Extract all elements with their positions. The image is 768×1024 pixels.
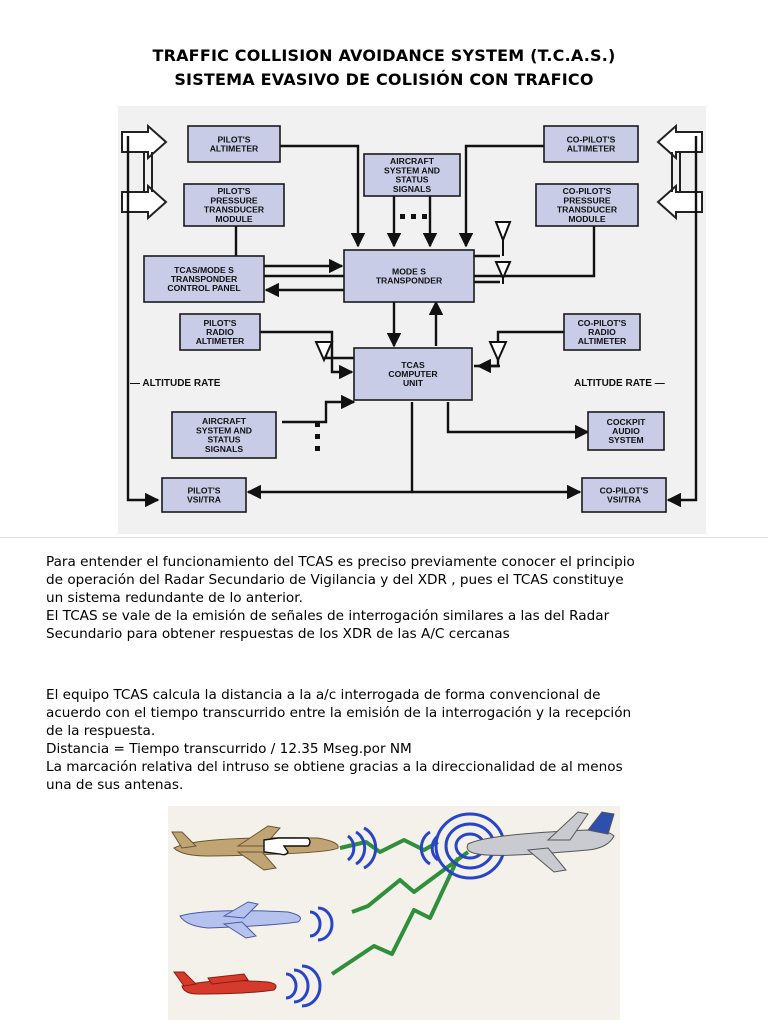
copilot-altimeter-box-label: ALTIMETER [567,144,616,154]
pilots-radio-altimeter-box-label: ALTIMETER [196,336,245,346]
pilots-altimeter-box-label: PILOT'S [217,134,250,144]
tcas-computer-unit-box-label: COMPUTER [388,369,438,379]
copilot-altimeter-box-label: CO-PILOT'S [567,134,616,144]
cockpit-audio-system-box [587,411,665,451]
pilots-altimeter-box-label: ALTIMETER [210,144,259,154]
tcas-control-panel-box-label: TRANSPONDER [171,274,238,284]
wave-arcs [285,812,506,1008]
paragraph2-line: acuerdo con el tiempo transcurrido entre… [46,705,632,721]
paragraph-2: El equipo TCAS calcula la distancia a la… [46,686,746,794]
aircraft-system-bottom-box [171,411,277,459]
pilots-altimeter-box [187,125,281,163]
altitude-rate-right: ALTITUDE RATE — [574,378,665,389]
title-line-1: TRAFFIC COLLISION AVOIDANCE SYSTEM (T.C.… [152,46,616,65]
cockpit-audio-system-box-label: SYSTEM [608,435,643,445]
copilot-radio-altimeter-box-label: RADIO [588,327,616,337]
tcas-computer-unit-box [353,347,473,401]
paragraph2-line: de la respuesta. [46,723,156,739]
pilots-pressure-module-box-label: MODULE [215,214,253,224]
pilots-radio-altimeter-box [179,313,261,351]
aircraft-system-bottom-box-label: SIGNALS [205,444,243,454]
copilot-vsi-tra-box-label: VSI/TRA [607,495,641,505]
red-aircraft-icon [173,971,277,995]
aircraft-system-bottom-box-label: AIRCRAFT [202,416,247,426]
pilots-vsi-tra-box-label: VSI/TRA [187,495,221,505]
paragraph2-line: Distancia = Tiempo transcurrido / 12.35 … [46,741,412,757]
mode-s-transponder-box-label: TRANSPONDER [376,276,443,286]
copilot-pressure-module-box-label: MODULE [568,214,606,224]
aircraft-system-top-box-label: SYSTEM AND [384,165,440,175]
aircraft-system-top-box [363,153,461,197]
copilot-radio-altimeter-box-label: CO-PILOT'S [578,318,627,328]
paragraph1-line: El TCAS se vale de la emisión de señales… [46,608,610,624]
cockpit-audio-system-box-label: COCKPIT [607,417,646,427]
pilots-pressure-module-box-label: PILOT'S [217,186,250,196]
paragraph1-line: de operación del Radar Secundario de Vig… [46,572,624,588]
paragraph1-line: Secundario para obtener respuestas de lo… [46,626,510,642]
aircraft-system-bottom-box-label: SYSTEM AND [196,425,252,435]
cockpit-audio-system-box-label: AUDIO [612,426,640,436]
copilot-radio-altimeter-box [563,313,641,351]
aircraft-system-top-box-label: SIGNALS [393,184,431,194]
copilot-pressure-module-box [535,183,639,227]
paragraph1-line: un sistema redundante de lo anterior. [46,590,303,606]
paragraph-1: Para entender el funcionamiento del TCAS… [46,553,746,643]
paragraph2-line: una de sus antenas. [46,777,184,793]
paragraph2-line: La marcación relativa del intruso se obt… [46,759,623,775]
aircraft-system-bottom-box-label: STATUS [207,435,240,445]
pointer-hand-icon [263,837,311,856]
aircraft-system-top-box-label: STATUS [395,175,428,185]
copilot-altimeter-box [543,125,639,163]
blue-jet-icon [179,901,301,939]
altitude-rate-left: — ALTITUDE RATE [130,378,221,389]
aircraft-system-top-box-label: AIRCRAFT [390,156,435,166]
copilot-pressure-module-box-label: PRESSURE [563,195,611,205]
pilots-radio-altimeter-box-label: PILOT'S [203,318,236,328]
tcas-interrogation-illustration [168,806,620,1020]
title-line-2: SISTEMA EVASIVO DE COLISIÓN CON TRAFICO [174,70,594,89]
mode-s-transponder-box [343,249,475,303]
silver-airliner-icon [466,811,615,873]
ellipsis-dots [315,214,427,451]
paragraph2-line: El equipo TCAS calcula la distancia a la… [46,687,601,703]
paragraph1-line: Para entender el funcionamiento del TCAS… [46,554,635,570]
copilot-input-arrows [656,123,703,221]
pilots-pressure-module-box-label: TRANSDUCER [204,205,265,215]
tcas-computer-unit-box-label: UNIT [403,378,424,388]
copilot-radio-altimeter-box-label: ALTIMETER [578,336,627,346]
mode-s-transponder-box-label: MODE S [392,266,426,276]
copilot-pressure-module-box-label: CO-PILOT'S [563,186,612,196]
tcas-computer-unit-box-label: TCAS [401,360,425,370]
copilot-pressure-module-box-label: TRANSDUCER [557,205,618,215]
copilot-vsi-tra-box [581,477,667,513]
tcas-control-panel-box-label: CONTROL PANEL [167,283,240,293]
pilots-vsi-tra-box [161,477,247,513]
pilots-radio-altimeter-box-label: RADIO [206,327,234,337]
signal-paths [330,838,470,976]
copilot-vsi-tra-box-label: CO-PILOT'S [600,485,649,495]
divider [0,537,768,538]
pilots-vsi-tra-box-label: PILOT'S [187,485,220,495]
antenna-icons [314,221,512,363]
pilots-pressure-module-box [183,183,285,227]
pilot-input-arrows [121,123,168,221]
pilots-pressure-module-box-label: PRESSURE [210,195,258,205]
tcas-control-panel-box-label: TCAS/MODE S [174,265,234,275]
tcas-control-panel-box [143,255,265,303]
